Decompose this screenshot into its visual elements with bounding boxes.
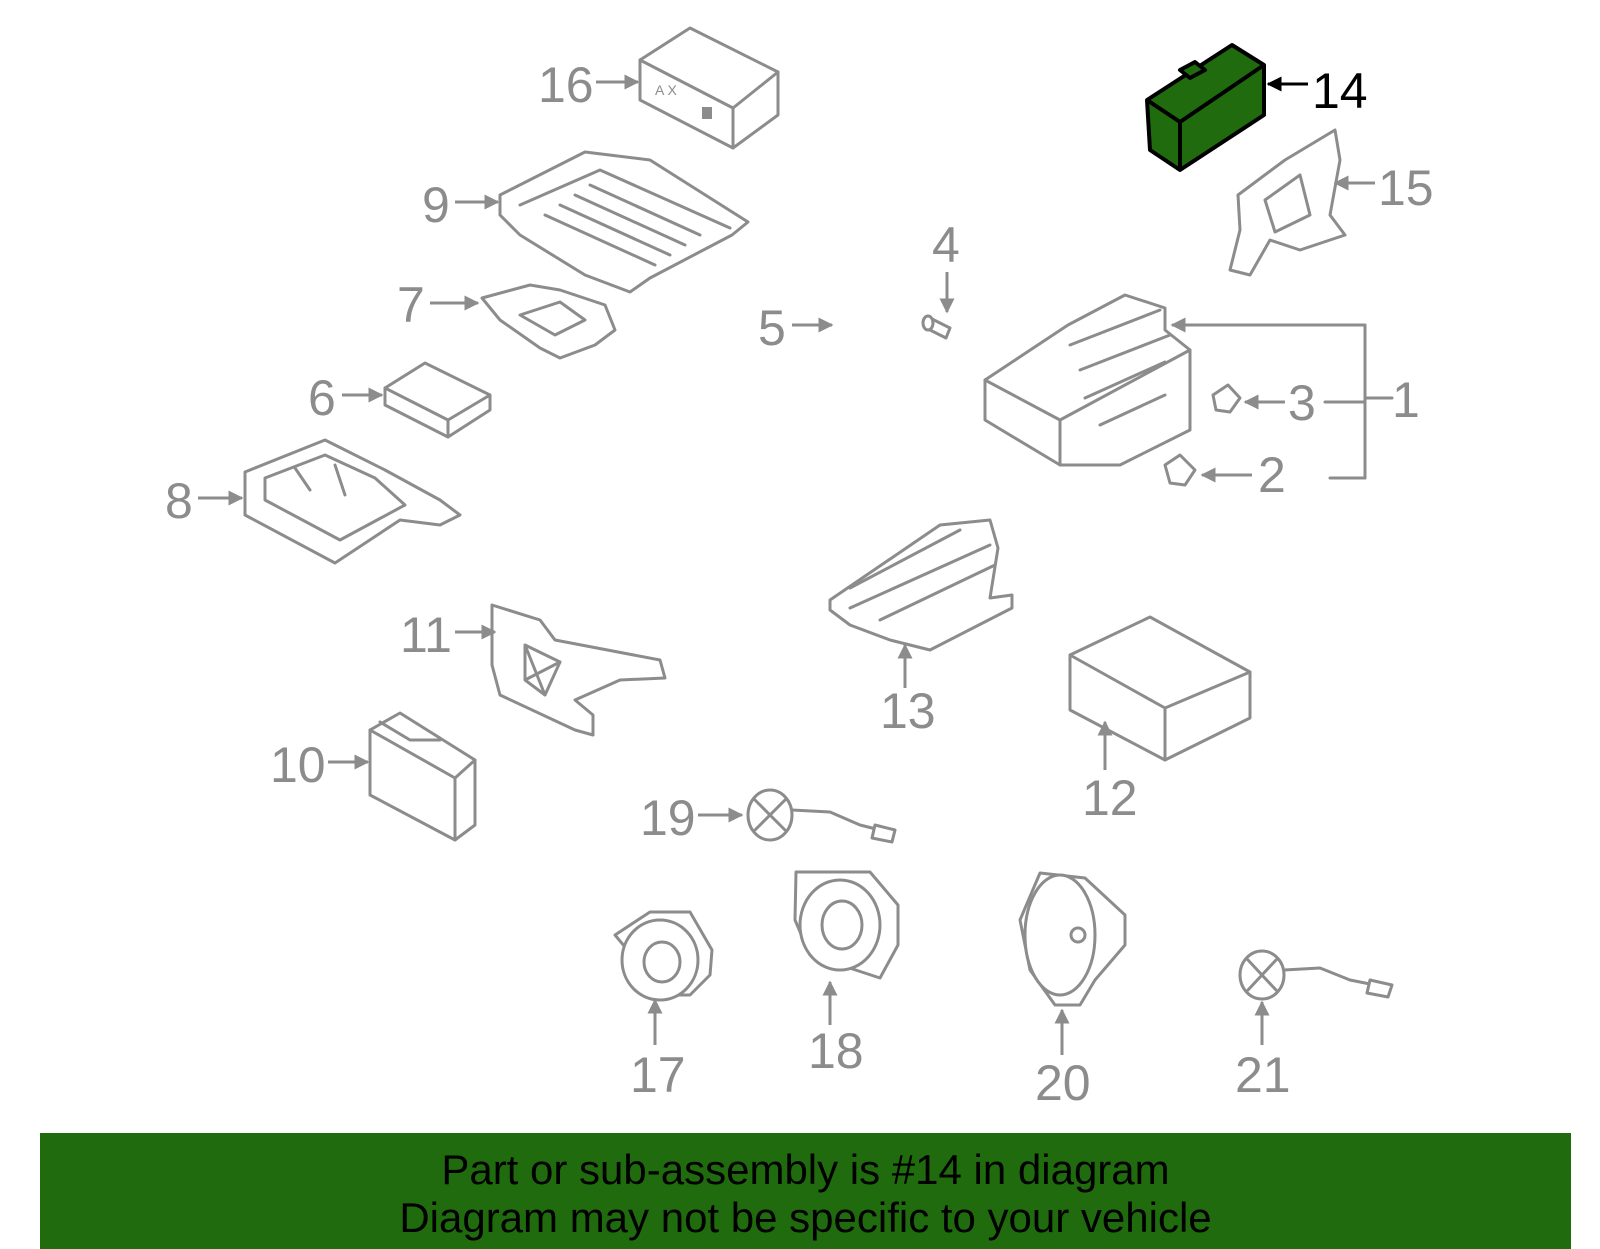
part-21-tweeter[interactable] xyxy=(1238,949,1394,1001)
part-11-bracket[interactable] xyxy=(490,603,667,737)
part-17-speaker[interactable] xyxy=(613,910,714,1002)
label-6: 6 xyxy=(308,370,336,426)
part-19-tweeter[interactable] xyxy=(746,788,897,844)
part-4-pin[interactable] xyxy=(921,314,952,340)
label-7: 7 xyxy=(397,277,425,333)
info-banner: Part or sub-assembly is #14 in diagram D… xyxy=(40,1133,1571,1249)
banner-line-1: Part or sub-assembly is #14 in diagram xyxy=(441,1146,1170,1193)
label-2: 2 xyxy=(1258,447,1286,503)
label-4: 4 xyxy=(932,217,960,273)
svg-text:A X: A X xyxy=(655,82,677,98)
part-10-control-module[interactable] xyxy=(368,711,477,842)
label-19: 19 xyxy=(640,790,696,846)
label-17: 17 xyxy=(630,1047,686,1103)
part-15-bracket[interactable] xyxy=(1228,128,1347,277)
part-3-knob[interactable] xyxy=(1211,383,1242,414)
label-11: 11 xyxy=(400,607,452,663)
part-2-knob[interactable] xyxy=(1163,453,1197,487)
part-7-bracket[interactable] xyxy=(480,283,617,360)
label-12: 12 xyxy=(1082,770,1138,826)
label-1: 1 xyxy=(1392,372,1420,428)
part-18-speaker[interactable] xyxy=(793,870,900,980)
label-10: 10 xyxy=(270,737,326,793)
part-5-hose[interactable] xyxy=(809,246,883,388)
label-3: 3 xyxy=(1288,375,1316,431)
label-5: 5 xyxy=(758,300,786,356)
part-14-module-highlighted[interactable] xyxy=(1145,43,1266,172)
label-18: 18 xyxy=(808,1023,864,1079)
part-20-large-speaker[interactable] xyxy=(1018,871,1127,1007)
label-14: 14 xyxy=(1312,63,1368,119)
banner-line-2: Diagram may not be specific to your vehi… xyxy=(399,1194,1212,1241)
label-15: 15 xyxy=(1378,160,1434,216)
label-8: 8 xyxy=(165,473,193,529)
label-20: 20 xyxy=(1035,1055,1091,1111)
part-13-housing[interactable] xyxy=(828,518,1014,652)
part-12-radio-unit[interactable] xyxy=(1068,615,1252,762)
part-9-tray[interactable] xyxy=(498,150,750,294)
part-16-box[interactable]: A X xyxy=(638,26,780,150)
label-9: 9 xyxy=(422,177,450,233)
part-1-control-unit[interactable] xyxy=(983,293,1192,467)
part-6-module[interactable] xyxy=(383,361,492,439)
part-8-base[interactable] xyxy=(243,438,462,565)
label-16: 16 xyxy=(538,57,594,113)
label-13: 13 xyxy=(880,683,936,739)
label-21: 21 xyxy=(1235,1047,1291,1103)
